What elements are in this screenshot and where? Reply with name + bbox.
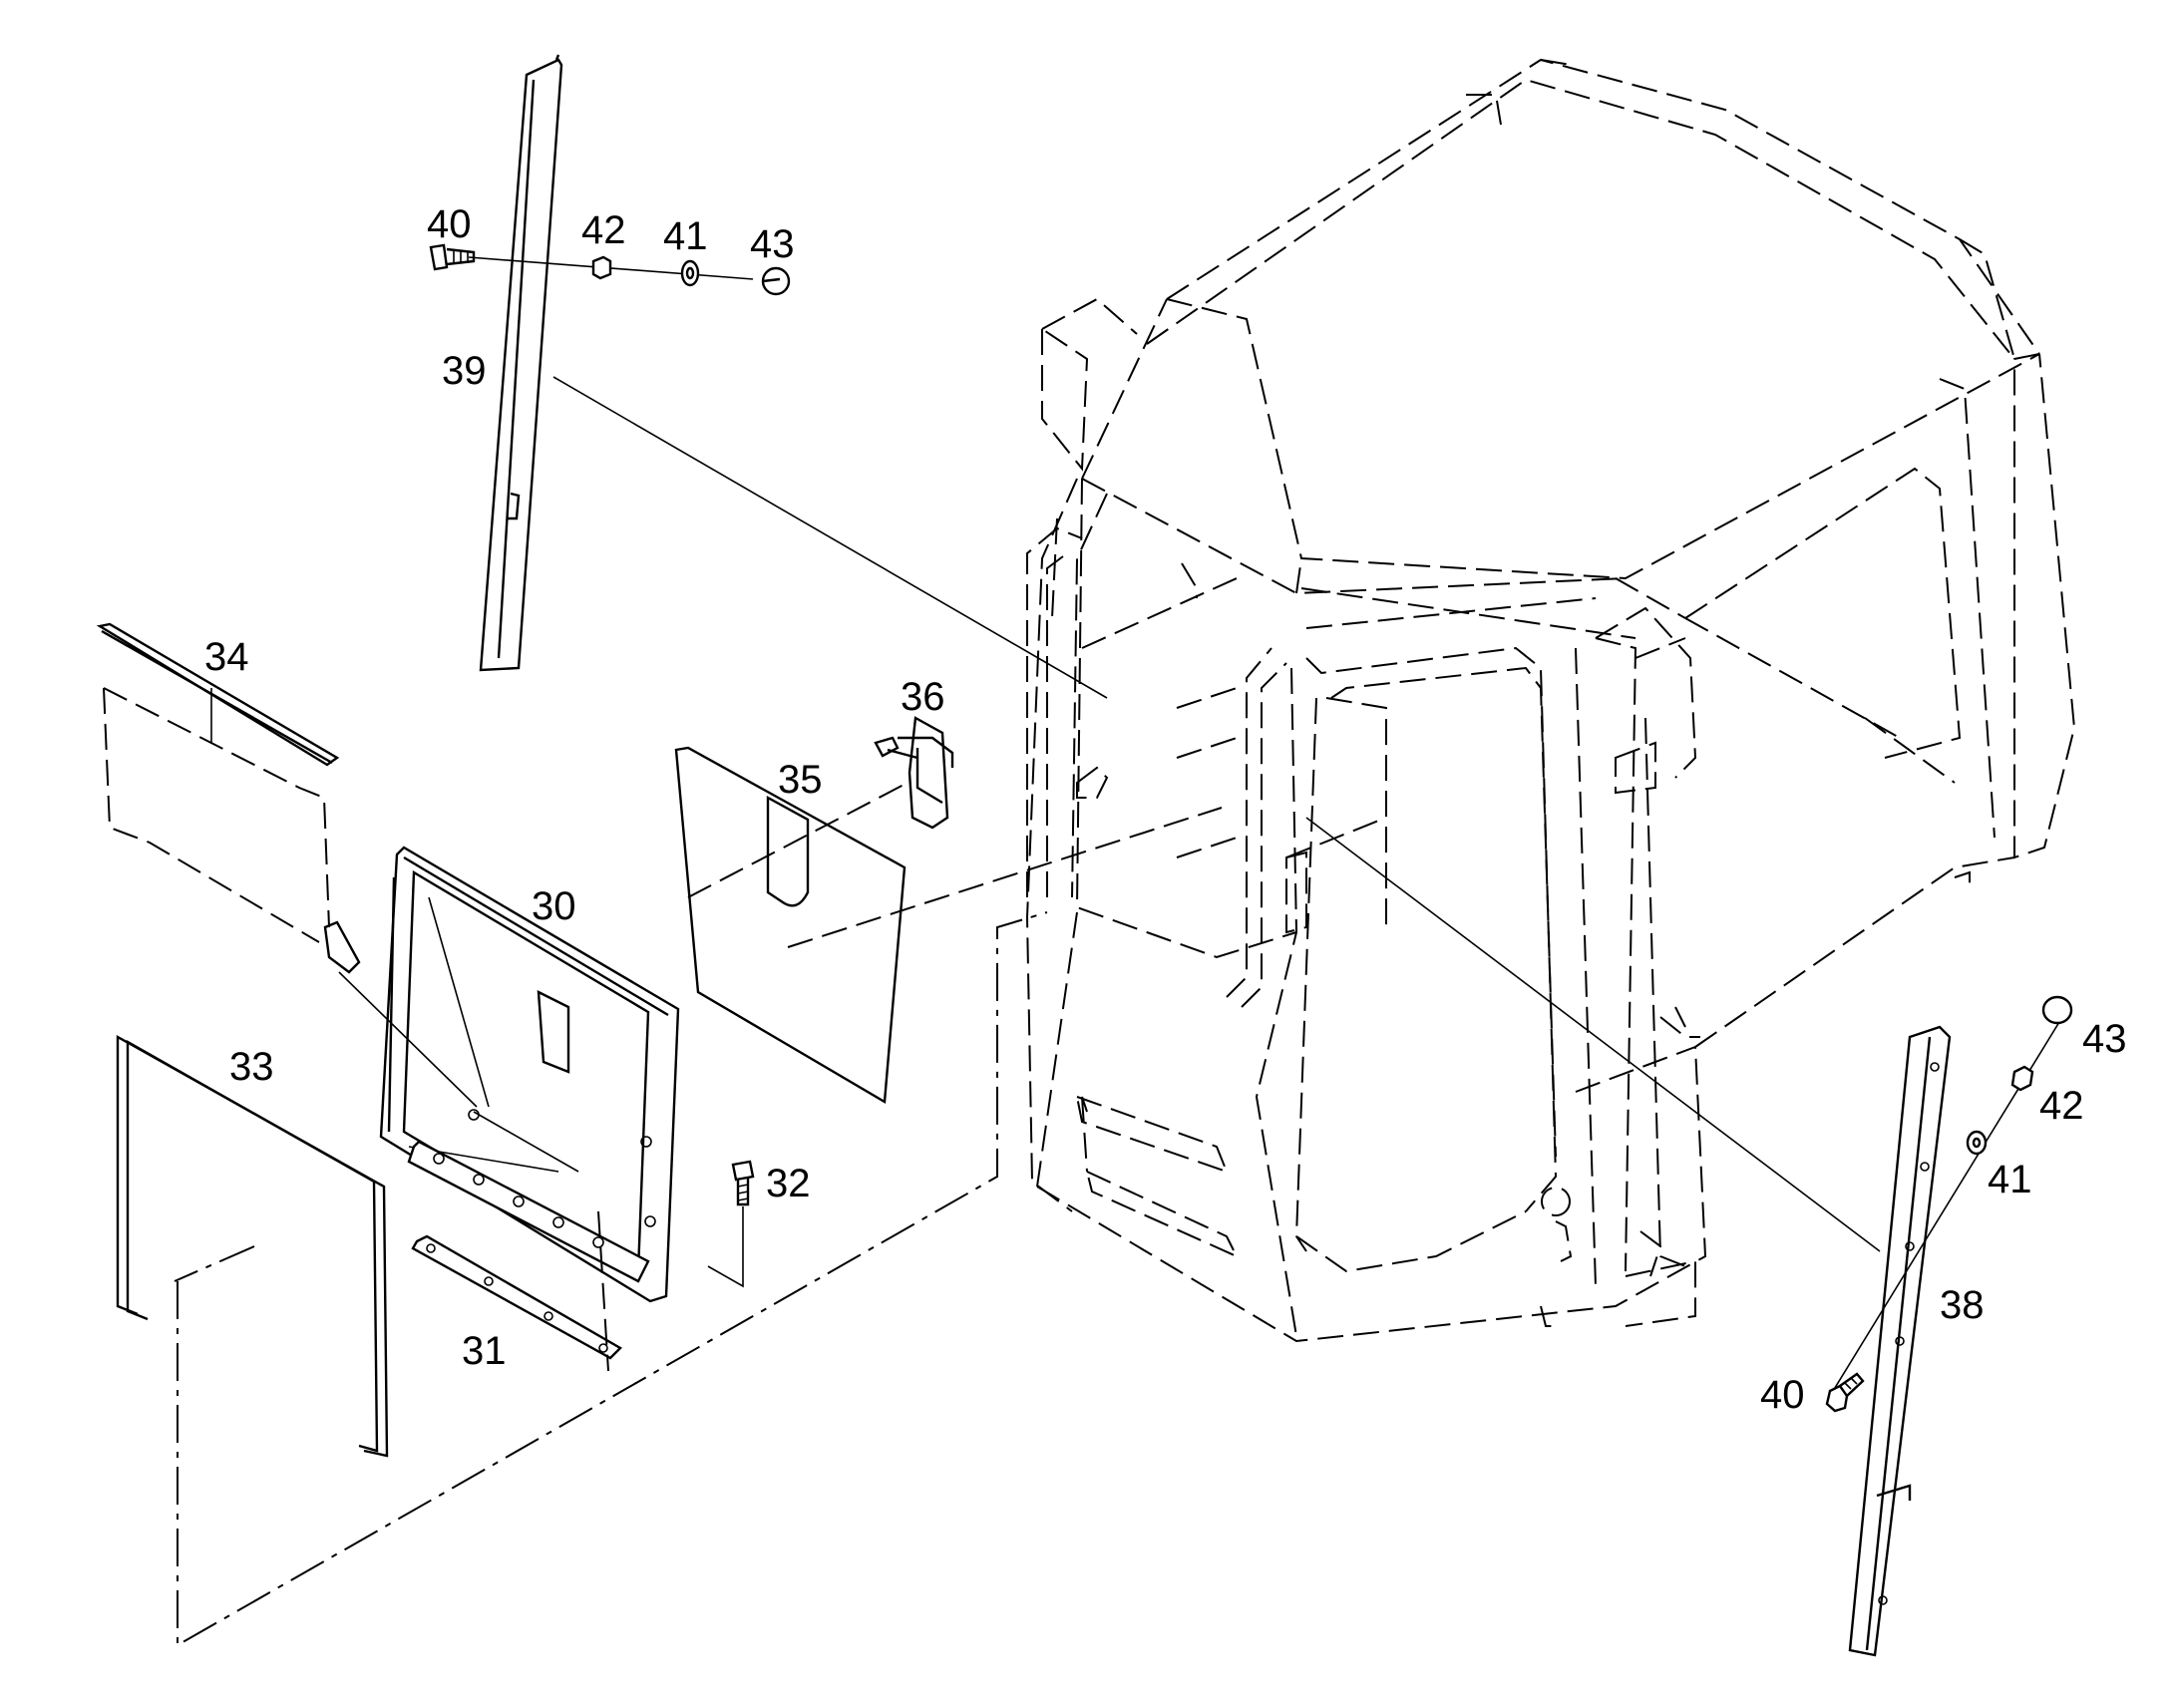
part-40-top-bolt: [429, 243, 476, 271]
callouts: 39 40 42 41 43 34 36 35 30 33 32 31 43 4…: [204, 202, 2127, 1417]
callout-32: 32: [766, 1162, 811, 1205]
callout-40-right: 40: [1760, 1373, 1805, 1417]
part-38-vertical-trim-strip: [1848, 1025, 1952, 1657]
callout-43-top: 43: [750, 222, 795, 266]
callout-36: 36: [901, 675, 945, 719]
phantom-glass-pane: [103, 687, 361, 974]
callout-31: 31: [462, 1329, 507, 1373]
top-fastener-set: [429, 243, 791, 296]
callout-42-right: 42: [2039, 1084, 2084, 1128]
callout-43-right: 43: [2082, 1017, 2127, 1061]
callout-41-right: 41: [1988, 1158, 2032, 1201]
callout-34: 34: [204, 635, 249, 679]
part-34-seal-strip: [96, 622, 340, 767]
part-30-door-frame: [379, 846, 680, 1303]
part-42-top-nut: [591, 255, 612, 280]
part-40-right-bolt: [1825, 1372, 1865, 1413]
callout-40-top: 40: [427, 202, 472, 246]
part-31-hinge-plate: [411, 1234, 622, 1360]
part-32-bolt: [707, 1160, 755, 1288]
leader-lines: [174, 376, 1881, 1647]
part-41-top-washer: [680, 259, 700, 287]
part-43-right-cap: [2041, 995, 2073, 1025]
callout-33: 33: [229, 1045, 274, 1089]
part-42-right-nut: [2010, 1065, 2034, 1092]
callout-41-top: 41: [663, 214, 708, 258]
part-33-u-rod: [116, 1034, 389, 1458]
part-43-top-cap: [761, 266, 791, 296]
right-fastener-set: [1825, 995, 2073, 1413]
part-35-glass-pane: [674, 746, 907, 1105]
part-39-vertical-trim-strip: [479, 54, 563, 672]
part-36-latch: [874, 716, 954, 830]
cab-frame: [1025, 58, 2076, 1343]
part-41-right-washer: [1966, 1130, 1988, 1156]
callout-35: 35: [778, 758, 823, 802]
callout-38: 38: [1940, 1283, 1985, 1327]
callout-39: 39: [442, 349, 487, 393]
callout-30: 30: [532, 884, 576, 928]
callout-42-top: 42: [581, 208, 626, 252]
